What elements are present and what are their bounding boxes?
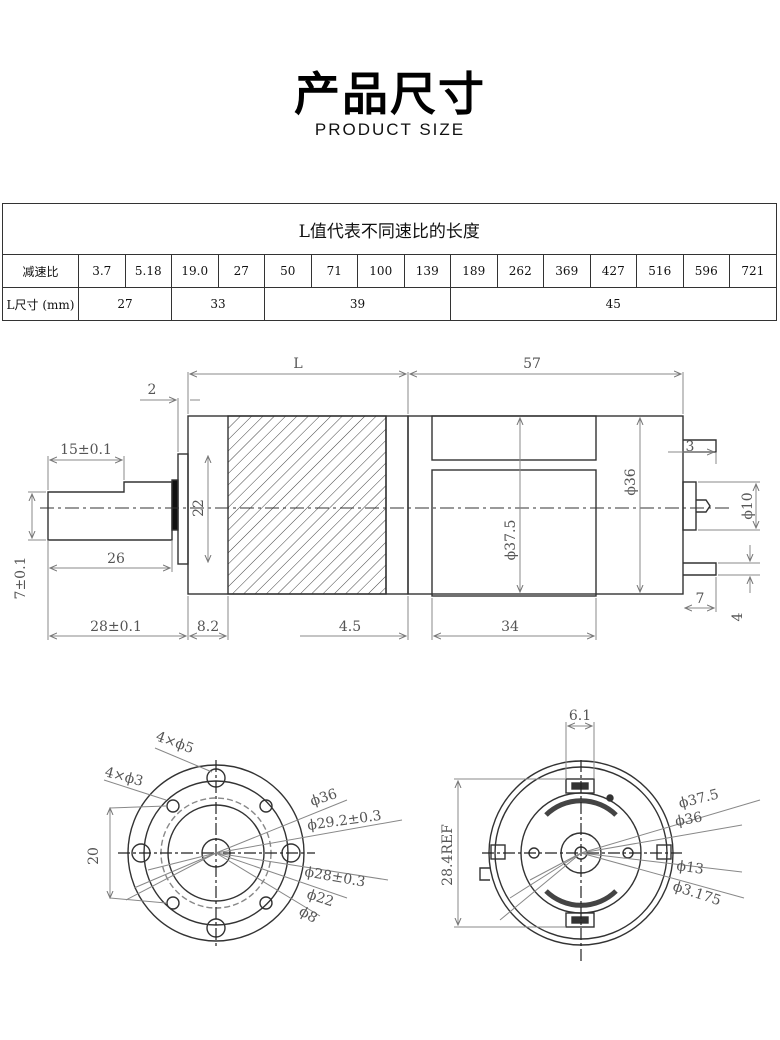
label-holes-5: 4×ϕ5 [154, 729, 196, 757]
dim-L: L [293, 356, 302, 372]
length-cell: 39 [264, 287, 451, 321]
rear-leaders [454, 722, 761, 928]
rear-terminal-top [565, 778, 595, 794]
dim-28: 28±0.1 [90, 619, 142, 635]
ratio-cell: 27 [217, 254, 265, 288]
motor-label-bottom [431, 469, 597, 597]
label-d3-175: ϕ3.175 [671, 879, 723, 910]
side-view [47, 415, 717, 597]
rear-notch [479, 867, 490, 881]
front-leaders [103, 747, 403, 917]
page-subtitle: PRODUCT SIZE [314, 120, 466, 139]
ratio-cell: 19.0 [171, 254, 219, 288]
output-shaft [47, 481, 173, 541]
dim-8-2: 8.2 [197, 619, 219, 635]
ratio-cell: 100 [357, 254, 405, 288]
label-d13: ϕ13 [675, 858, 704, 878]
dim-15: 15±0.1 [60, 442, 112, 458]
dim-28-4-ref: 28.4REF [440, 824, 456, 886]
dim-34: 34 [501, 619, 519, 635]
ratio-cell: 721 [729, 254, 777, 288]
ratio-cell: 516 [636, 254, 684, 288]
ratio-label: 减速比 [2, 254, 79, 288]
rear-brush-left [490, 844, 506, 860]
terminal-bottom [683, 562, 717, 576]
front-hole-3-bl [166, 896, 180, 910]
dim-dia-37-5: ϕ37.5 [503, 520, 519, 561]
rear-polarity-dot [606, 794, 614, 802]
length-label: L尺寸 (mm) [2, 287, 79, 321]
ratio-cell: 50 [264, 254, 312, 288]
rear-shaft-stub [696, 499, 711, 513]
front-hole-3-tr [259, 799, 273, 813]
dim-dia-10: ϕ10 [740, 492, 756, 519]
dim-6-1: 6.1 [569, 708, 591, 724]
dim-20: 20 [86, 847, 102, 865]
length-cell: 27 [78, 287, 172, 321]
page-title: 产品尺寸 [294, 67, 486, 121]
dim-3: 3 [686, 439, 695, 455]
rear-brush-right [656, 844, 672, 860]
rear-terminal-bottom [565, 912, 595, 928]
motor-label-top [431, 415, 597, 461]
gear-hatch-area [227, 415, 387, 595]
side-dimension-labels: L 57 2 15±0.1 26 7±0.1 28±0.1 22 8.2 4.5… [13, 356, 756, 635]
dim-dia-36: ϕ36 [623, 468, 639, 495]
length-cell: 45 [450, 287, 777, 321]
dim-26: 26 [107, 551, 125, 567]
flange-boss [177, 453, 189, 565]
motor-body [407, 415, 684, 595]
dim-4: 4 [730, 612, 746, 621]
front-hole-3-br [259, 896, 273, 910]
dim-22: 22 [191, 499, 207, 517]
front-hole-3-tl [166, 799, 180, 813]
ratio-cell: 369 [543, 254, 591, 288]
label-d36: ϕ36 [308, 786, 339, 810]
dim-7-terminal: 7 [696, 591, 705, 607]
dim-57: 57 [523, 356, 541, 372]
label-d36-rear: ϕ36 [674, 809, 704, 830]
rear-slot-bottom [544, 889, 618, 908]
dim-7-shaft: 7±0.1 [13, 557, 29, 600]
front-centerlines [118, 760, 315, 948]
ratio-cell: 5.18 [124, 254, 172, 288]
dim-2: 2 [148, 382, 157, 398]
dim-4-5: 4.5 [339, 619, 361, 635]
side-dimensions [28, 372, 760, 640]
rear-bearing-boss [682, 481, 697, 531]
rear-slot-top [544, 798, 618, 817]
shaft-collar [171, 479, 179, 531]
label-d8: ϕ8 [296, 904, 320, 927]
label-d37-5: ϕ37.5 [677, 787, 720, 812]
